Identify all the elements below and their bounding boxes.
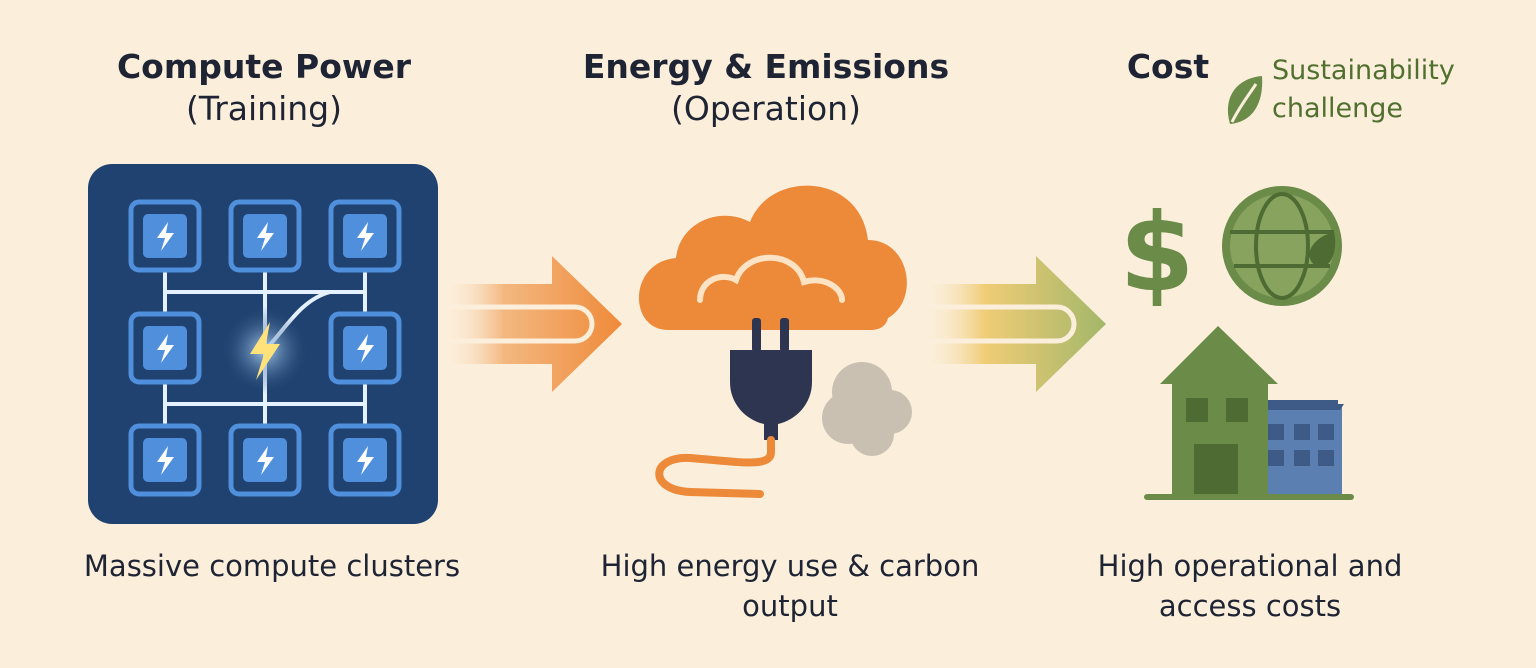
- gpu-chip-icon: [228, 423, 302, 497]
- energy-emissions-heading: Energy & Emissions (Operation): [576, 46, 956, 130]
- leaf-icon: [1227, 76, 1263, 124]
- gpu-chip-icon: [228, 199, 302, 273]
- gpu-chip-icon: [128, 311, 202, 385]
- sustainability-line2: challenge: [1272, 93, 1403, 124]
- dollar-icon: $: [1119, 191, 1194, 316]
- energy-caption: High energy use & carbon output: [586, 546, 994, 626]
- svg-text:$: $: [1119, 191, 1194, 316]
- cost-caption-line1: High operational and: [1097, 549, 1403, 583]
- arrow-compute-to-energy: [440, 256, 622, 392]
- cost-heading: Cost: [1108, 46, 1228, 88]
- gpu-chip-icon: [328, 311, 402, 385]
- cost-caption-line2: access costs: [1158, 589, 1342, 623]
- cost-caption: High operational and access costs: [1060, 546, 1440, 626]
- compute-power-title: Compute Power: [116, 47, 412, 86]
- arrow-energy-to-cost: [920, 256, 1106, 392]
- energy-caption-line1: High energy use & carbon: [600, 549, 980, 583]
- compute-power-heading: Compute Power (Training): [114, 46, 414, 130]
- buildings-icon: [1144, 326, 1354, 500]
- energy-emissions-subtitle: (Operation): [671, 89, 861, 128]
- sustainability-label: Sustainability challenge: [1272, 52, 1492, 128]
- compute-caption: Massive compute clusters: [83, 549, 461, 583]
- gpu-chip-icon: [128, 199, 202, 273]
- cost-title: Cost: [1126, 47, 1210, 86]
- gpu-chip-icon: [128, 423, 202, 497]
- cloud-plug-icon: [638, 185, 912, 498]
- gpu-chip-icon: [328, 199, 402, 273]
- compute-power-subtitle: (Training): [186, 89, 342, 128]
- gpu-cluster-icon: [88, 164, 438, 524]
- sustainability-line1: Sustainability: [1272, 55, 1455, 86]
- gpu-chip-icon: [328, 423, 402, 497]
- energy-emissions-title: Energy & Emissions: [582, 47, 950, 86]
- energy-caption-line2: output: [742, 589, 838, 623]
- globe-icon: [1222, 186, 1342, 306]
- smoke-icon: [822, 362, 912, 456]
